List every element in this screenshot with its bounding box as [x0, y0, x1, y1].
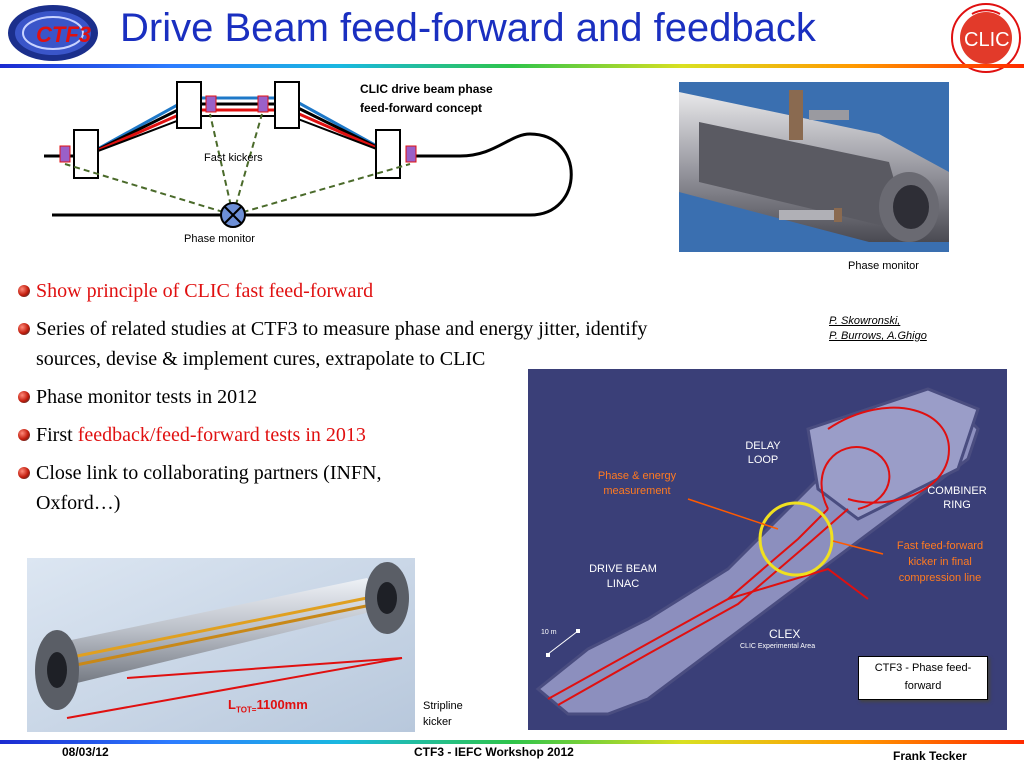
stripline-length-label: LTOT=1100mm	[228, 697, 308, 715]
phase-monitor-photo-caption: Phase monitor	[848, 260, 919, 272]
stripline-caption: Stripline kicker	[423, 698, 463, 730]
bullet-text: Close link to collaborating partners (IN…	[36, 462, 382, 514]
delay-loop-line1: DELAY	[745, 440, 781, 452]
ff-kicker-line1: Fast feed-forward	[896, 540, 984, 552]
credit-line1: P. Skowronski,	[829, 315, 901, 327]
bullet-item: Show principle of CLIC fast feed-forward	[0, 276, 720, 306]
bullet-item: First feedback/feed-forward tests in 201…	[0, 420, 720, 450]
delay-loop-line2: LOOP	[747, 454, 779, 466]
bullet-icon	[18, 467, 30, 479]
stripline-kicker-render	[27, 558, 415, 732]
concept-caption-line1: CLIC drive beam phase	[360, 82, 493, 96]
feed-forward-concept-diagram	[44, 81, 573, 228]
linac-line1: DRIVE BEAM	[589, 563, 657, 575]
phase-ff-box-line1: CTF3 - Phase feed-	[874, 662, 972, 674]
dipole-magnet	[176, 81, 202, 129]
bullet-text: Phase monitor tests in 2012	[36, 386, 258, 408]
ctf3-logo: CTF3	[8, 5, 98, 61]
bullet-item: Series of related studies at CTF3 to mea…	[0, 314, 696, 374]
bullet-icon	[18, 429, 30, 441]
kicker	[59, 145, 71, 163]
clex-label: CLEX	[769, 627, 801, 641]
header-rule	[0, 64, 1024, 68]
bullet-item: Close link to collaborating partners (IN…	[0, 458, 426, 518]
clic-logo-text: CLIC	[964, 29, 1010, 51]
clex-sublabel: CLIC Experimental Area	[740, 643, 816, 650]
kicker	[257, 95, 269, 113]
concept-caption-line2: feed-forward concept	[360, 101, 483, 115]
bullet-text: Show principle of CLIC fast feed-forward	[36, 280, 374, 302]
footer-date: 08/03/12	[62, 745, 109, 759]
dipole-magnet	[274, 81, 300, 129]
phase-energy-line2: measurement	[603, 485, 671, 497]
bullet-icon	[18, 285, 30, 297]
length-sub: TOT=	[235, 705, 257, 715]
length-prefix: L	[228, 697, 236, 712]
fast-kickers-label: Fast kickers	[204, 152, 263, 164]
footer-rule	[0, 740, 1024, 744]
phase-monitor-label: Phase monitor	[184, 233, 255, 245]
stripline-caption-line2: kicker	[423, 716, 452, 728]
ff-kicker-line3: compression line	[898, 572, 982, 584]
kicker	[405, 145, 417, 163]
combiner-ring-label: COMBINER RING	[912, 484, 1002, 512]
page-title: Drive Beam feed-forward and feedback	[120, 6, 816, 50]
ff-kicker-label: Fast feed-forward kicker in final compre…	[880, 538, 1000, 586]
ctf3-logo-text: CTF3	[36, 22, 91, 47]
bullet-list: Show principle of CLIC fast feed-forward…	[0, 276, 720, 526]
stripline-caption-line1: Stripline	[423, 700, 463, 712]
credits: P. Skowronski, P. Burrows, A.Ghigo	[829, 314, 927, 344]
footer-event: CTF3 - IEFC Workshop 2012	[414, 745, 574, 759]
bullet-text: Series of related studies at CTF3 to mea…	[36, 318, 648, 370]
highlight-circle	[758, 501, 834, 577]
bullet-item: Phase monitor tests in 2012	[0, 382, 720, 412]
phase-energy-line1: Phase & energy	[597, 470, 677, 482]
delay-loop-label: DELAY LOOP	[728, 439, 798, 467]
kicker	[205, 95, 217, 113]
linac-line2: LINAC	[606, 578, 640, 590]
combiner-line2: RING	[943, 499, 971, 511]
clic-logo: CLIC	[951, 3, 1021, 73]
bullet-text: feedback/feed-forward tests in 2013	[77, 424, 366, 446]
bullet-text: First	[36, 424, 78, 446]
concept-caption: CLIC drive beam phase feed-forward conce…	[360, 80, 493, 118]
bullet-icon	[18, 323, 30, 335]
length-value: 1100mm	[256, 697, 308, 712]
combiner-line1: COMBINER	[927, 485, 987, 497]
bullet-icon	[18, 391, 30, 403]
footer-author: Frank Tecker	[893, 749, 967, 763]
scale-label: 10 m	[541, 629, 557, 636]
phase-ff-box: CTF3 - Phase feed- forward	[858, 656, 988, 700]
credit-line2: P. Burrows, A.Ghigo	[829, 330, 927, 342]
phase-energy-label: Phase & energy measurement	[582, 469, 692, 499]
linac-label: DRIVE BEAM LINAC	[578, 562, 668, 592]
phase-ff-box-line2: forward	[904, 680, 942, 692]
phase-monitor-render	[679, 82, 949, 252]
ff-kicker-line2: kicker in final	[908, 556, 972, 568]
